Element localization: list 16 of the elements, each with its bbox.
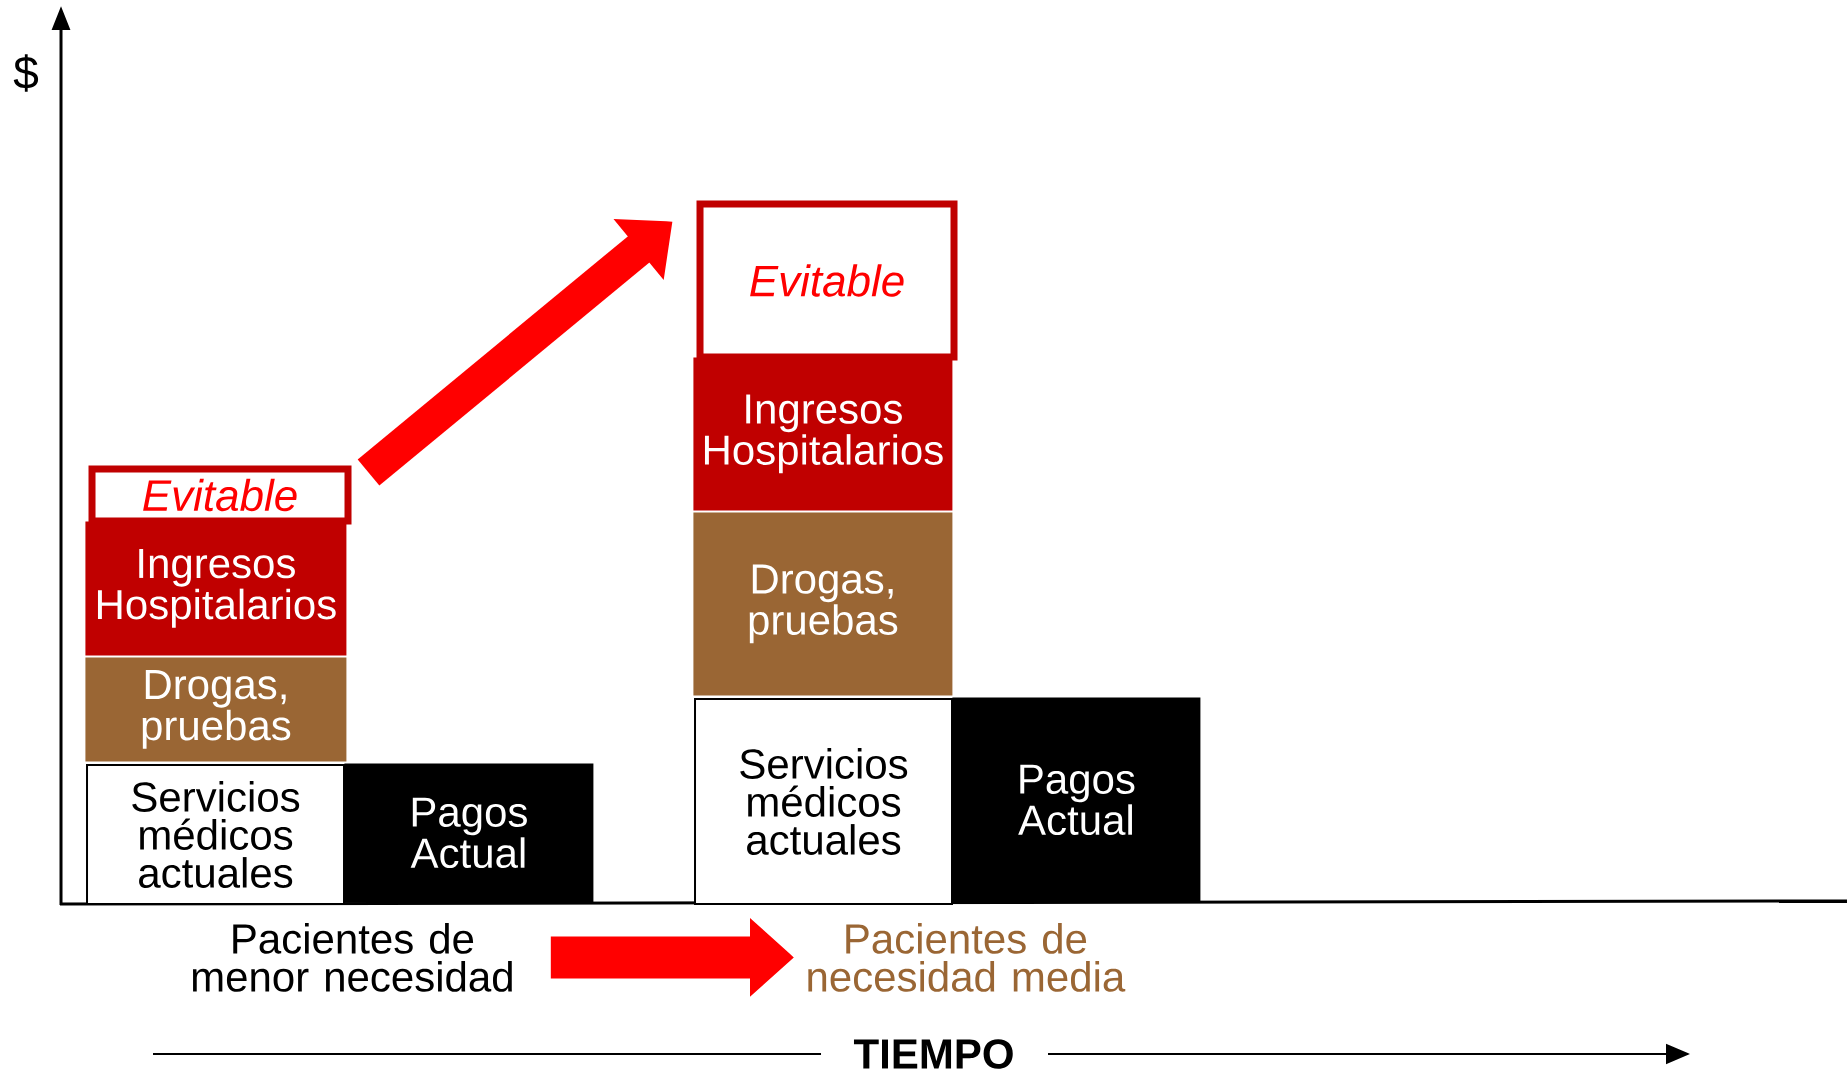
bar-segment: Ingresos Hospitalarios <box>693 357 953 511</box>
category-label: Pacientes de menor necesidad <box>192 923 512 992</box>
avoidable-box: Evitable <box>88 465 352 525</box>
bar-segment: Pagos Actual <box>344 763 594 903</box>
bar-segment: Servicios médicos actuales <box>86 764 345 905</box>
category-label: Pacientes de necesidad media <box>808 923 1126 992</box>
bar-segment: Ingresos Hospitalarios <box>85 521 347 656</box>
axis-label: TIEMPO <box>854 1039 1013 1069</box>
avoidable-box: Evitable <box>696 200 958 361</box>
bar-segment: Servicios médicos actuales <box>694 698 953 905</box>
bar-segment: Drogas, pruebas <box>693 512 953 696</box>
bar-segment: Pagos Actual <box>952 697 1201 903</box>
axis-label: $ <box>13 54 39 92</box>
bar-segment: Drogas, pruebas <box>85 657 347 762</box>
node-label: Ingresos Hospitalarios <box>97 549 336 628</box>
node-label: Ingresos Hospitalarios <box>704 394 943 474</box>
